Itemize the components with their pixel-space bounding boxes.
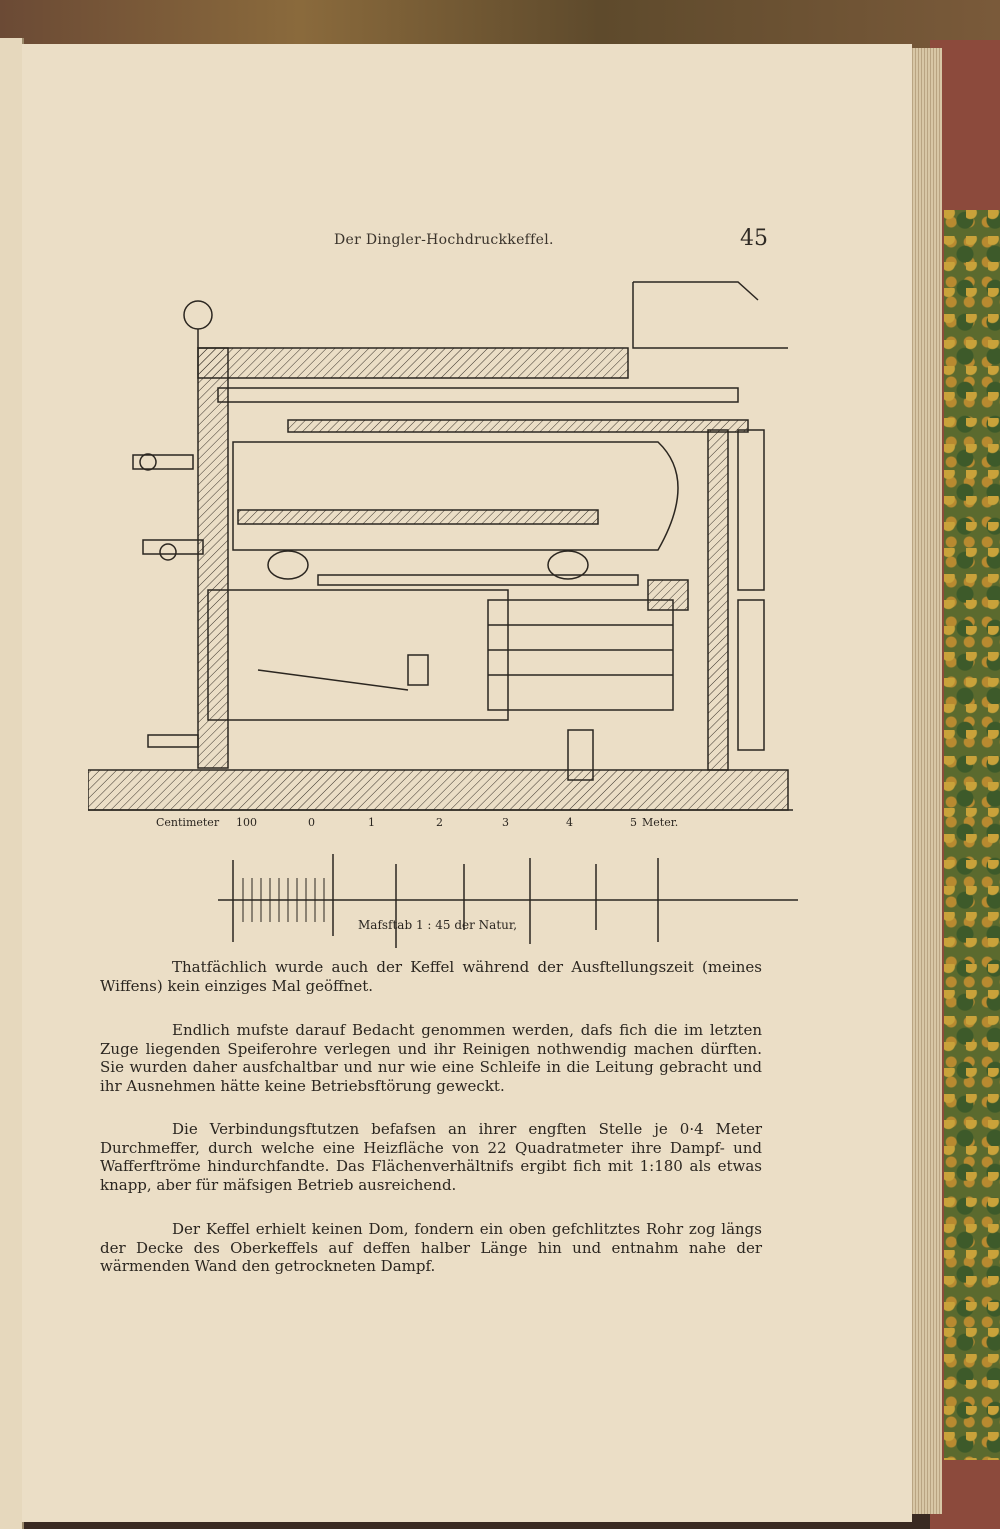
running-title: Der Dingler-Hochdruckkeffel. xyxy=(334,232,554,248)
book-page: Der Dingler-Hochdruckkeffel. 45 xyxy=(22,44,912,1522)
paragraph-text: Thatfächlich wurde auch der Keffel währe… xyxy=(100,958,762,995)
figure-caption: Mafsftab 1 : 45 der Natur, xyxy=(358,918,518,932)
scale-bar xyxy=(218,854,798,948)
scale-label-right: Meter. xyxy=(642,816,679,829)
scale-tick-100: 100 xyxy=(236,816,257,829)
scale-tick-2: 2 xyxy=(436,816,443,829)
paragraph: Der Keffel erhielt keinen Dom, fondern e… xyxy=(100,1220,762,1276)
left-wall xyxy=(197,347,229,769)
scale-tick-5: 5 xyxy=(630,816,637,829)
paragraph-text: Endlich mufste darauf Bedacht genommen w… xyxy=(100,1021,762,1095)
facing-page-edge xyxy=(0,38,24,1529)
scale-tick-4: 4 xyxy=(566,816,573,829)
top-wall xyxy=(197,347,629,379)
scale-tick-1: 1 xyxy=(368,816,375,829)
page-edges xyxy=(910,48,942,1514)
paragraph: Endlich mufste darauf Bedacht genommen w… xyxy=(100,1021,762,1095)
handwheel xyxy=(183,300,213,330)
marbled-board xyxy=(944,210,1000,1460)
paragraph-text: Die Verbindungsftutzen befafsen an ihrer… xyxy=(100,1120,762,1194)
lower-drum xyxy=(207,589,509,721)
steam-pipe xyxy=(217,387,739,403)
scale-tick-3: 3 xyxy=(502,816,509,829)
book-cover-top xyxy=(0,0,1000,48)
scale-label-left: Centimeter xyxy=(156,816,220,829)
right-wall xyxy=(707,429,729,771)
boiler-cross-section-drawing xyxy=(88,281,798,948)
foundation xyxy=(88,769,789,811)
paragraph: Thatfächlich wurde auch der Keffel währe… xyxy=(100,958,762,995)
paragraph: Die Verbindungsftutzen befafsen an ihrer… xyxy=(100,1120,762,1194)
page-number: 45 xyxy=(740,226,768,251)
scale-tick-0: 0 xyxy=(308,816,315,829)
upper-drum xyxy=(232,441,679,551)
paragraph-text: Der Keffel erhielt keinen Dom, fondern e… xyxy=(100,1220,762,1275)
